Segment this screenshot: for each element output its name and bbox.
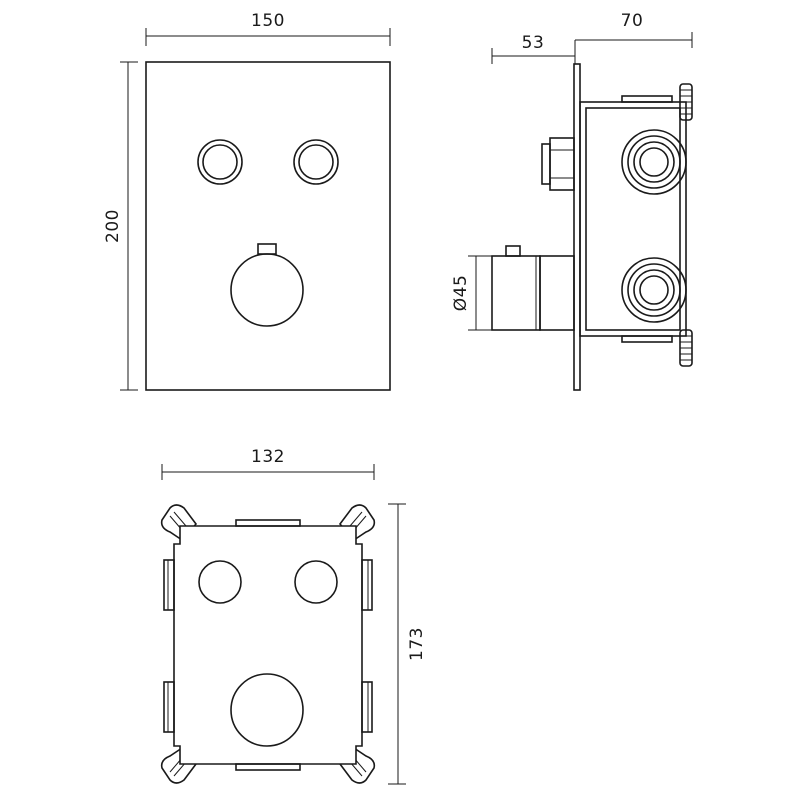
box-opening-knob (230, 673, 304, 747)
front-height-dimension: 200 (103, 61, 138, 391)
side-port-top (621, 129, 687, 195)
box-outline (173, 525, 363, 765)
side-depth-dimension: 53 70 (491, 11, 693, 64)
knob-diameter-label: Ø45 (451, 275, 471, 312)
side-depth-rear-label: 70 (621, 11, 644, 31)
button-left (197, 139, 243, 185)
box-height-dimension: 173 (388, 503, 427, 785)
side-view: 53 70 Ø45 (451, 11, 693, 391)
box-opening-left (198, 560, 242, 604)
box-lug-left-lower (163, 681, 175, 733)
front-width-label: 150 (251, 11, 285, 31)
box-lug-right-lower (361, 681, 373, 733)
box-width-label: 132 (251, 447, 285, 467)
cover-plate (145, 61, 391, 391)
box-view: 132 173 (160, 447, 427, 785)
box-lug-bottom (235, 763, 301, 771)
front-width-dimension: 150 (145, 11, 391, 46)
box-width-dimension: 132 (161, 447, 375, 480)
side-knob (491, 245, 575, 331)
side-depth-front-label: 53 (522, 33, 545, 53)
side-mounting-box (579, 83, 693, 367)
side-button-stem (541, 137, 575, 191)
box-lug-top (235, 519, 301, 527)
box-lug-left-upper (163, 559, 175, 611)
box-lug-right-upper (361, 559, 373, 611)
button-right (293, 139, 339, 185)
front-height-label: 200 (103, 209, 123, 243)
thermostat-knob (230, 243, 304, 327)
side-port-bottom (621, 257, 687, 323)
side-cover-plate (573, 63, 581, 391)
box-opening-right (294, 560, 338, 604)
front-view: 150 200 (103, 11, 391, 391)
box-height-label: 173 (407, 627, 427, 661)
knob-diameter-dimension: Ø45 (451, 255, 492, 331)
